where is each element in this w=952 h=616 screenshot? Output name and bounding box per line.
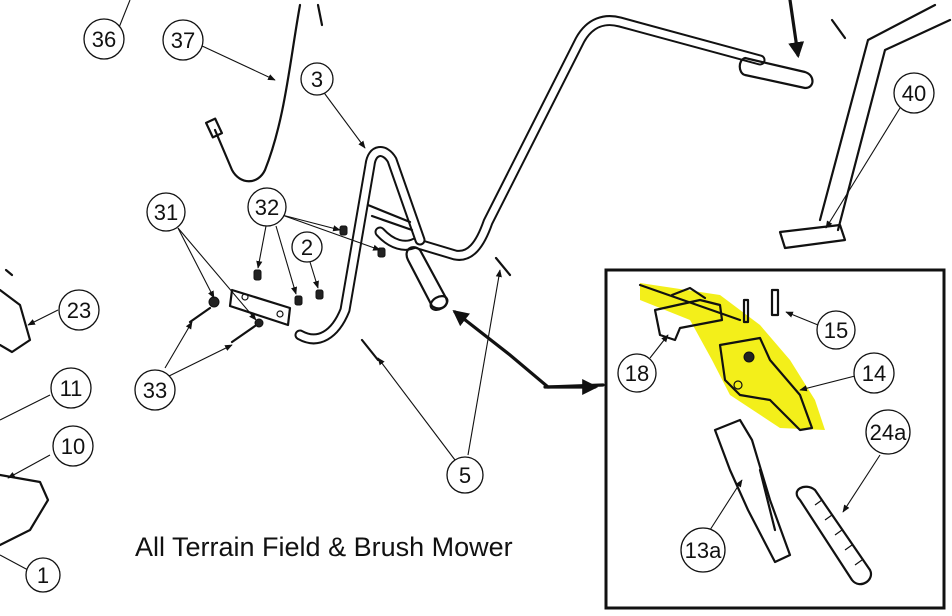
svg-text:15: 15: [824, 318, 848, 343]
svg-text:24a: 24a: [870, 420, 907, 445]
callout-14: 14: [853, 352, 895, 394]
callout-40: 40: [893, 72, 935, 114]
svg-text:23: 23: [67, 298, 91, 323]
svg-text:37: 37: [171, 28, 195, 53]
svg-text:11: 11: [60, 376, 83, 401]
callout-31: 31: [146, 192, 186, 232]
svg-text:5: 5: [459, 463, 471, 488]
svg-text:18: 18: [625, 361, 649, 386]
svg-text:14: 14: [862, 361, 886, 386]
svg-text:36: 36: [92, 27, 116, 52]
callout-18: 18: [617, 353, 657, 393]
leader-lines: [0, 0, 901, 571]
callout-23: 23: [58, 289, 100, 331]
svg-text:13a: 13a: [685, 538, 722, 563]
bolt-set-33: [188, 296, 264, 344]
handlebar-frame: [0, 0, 952, 547]
callout-36: 36: [83, 18, 125, 60]
svg-text:32: 32: [255, 195, 279, 220]
callout-24a: 24a: [865, 409, 911, 455]
callout-11: 11: [50, 367, 92, 409]
callout-37: 37: [162, 19, 204, 61]
callout-5: 5: [446, 456, 484, 494]
diagram-caption: All Terrain Field & Brush Mower: [135, 532, 513, 562]
highlight-region: [640, 283, 825, 430]
svg-text:31: 31: [154, 200, 178, 225]
callout-33: 33: [134, 369, 176, 411]
callout-15: 15: [816, 310, 856, 350]
svg-text:2: 2: [301, 235, 313, 260]
callout-32: 32: [247, 187, 287, 227]
bolt-set-32: [253, 225, 386, 306]
callout-10: 10: [52, 425, 94, 467]
svg-text:3: 3: [311, 67, 323, 92]
svg-text:33: 33: [143, 378, 167, 403]
callout-2: 2: [291, 231, 323, 263]
callout-3: 3: [300, 62, 334, 96]
svg-text:40: 40: [902, 81, 926, 106]
svg-text:10: 10: [61, 434, 85, 459]
callout-1: 1: [25, 557, 61, 593]
callout-13a: 13a: [680, 527, 726, 573]
svg-text:1: 1: [37, 563, 49, 588]
